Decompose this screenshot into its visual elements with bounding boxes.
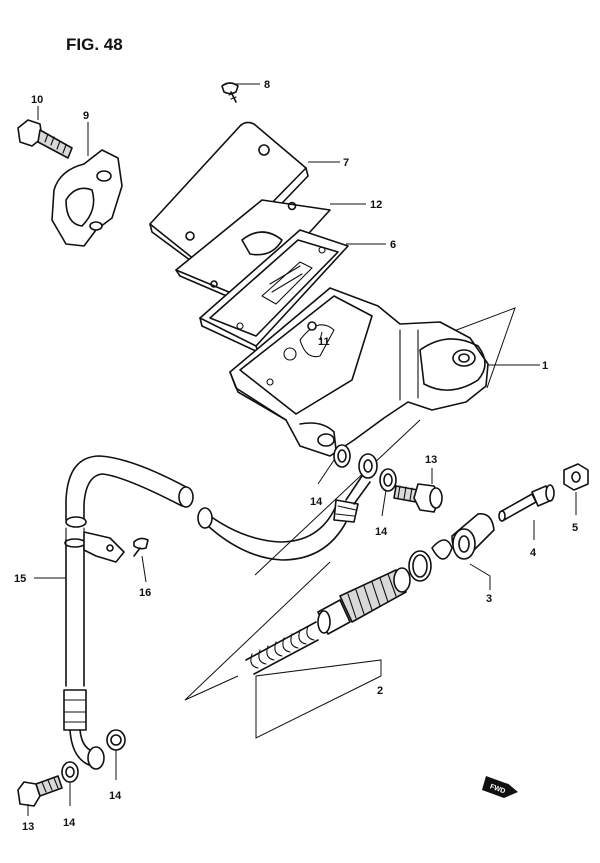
callout-14-upper-right: 14 [375, 526, 388, 538]
bolt-part-10 [17, 119, 73, 159]
projection-guides [184, 307, 516, 701]
screw-part-8 [221, 82, 239, 103]
callout-5: 5 [572, 522, 578, 534]
holder-clamp-part-9 [51, 149, 123, 247]
callout-7: 7 [343, 157, 349, 169]
figure-title: FIG. 48 [66, 35, 123, 54]
callout-11: 11 [318, 336, 330, 348]
callout-14-upper-left: 14 [310, 496, 323, 508]
callout-10: 10 [31, 94, 43, 106]
nut-part-5 [563, 463, 589, 491]
callout-3: 3 [486, 593, 492, 605]
callout-8: 8 [264, 79, 270, 91]
union-bolt-part-13-lower [17, 775, 63, 807]
screw-part-16 [133, 537, 149, 557]
callout-13-lower: 13 [22, 821, 34, 833]
union-bolt-part-13-upper [393, 483, 443, 513]
callout-2: 2 [377, 685, 383, 697]
push-rod-part-4 [498, 484, 555, 522]
washer-part-14-upper-right [379, 468, 397, 492]
hose-connector-fitting [333, 453, 378, 523]
callout-13-upper: 13 [425, 454, 437, 466]
callout-6: 6 [390, 239, 396, 251]
callout-14-lower-left: 14 [63, 817, 76, 829]
master-cylinder-body-part-1 [229, 287, 489, 457]
callout-14-lower-right: 14 [109, 790, 122, 802]
callout-labels: 1 2 3 4 5 6 7 8 9 10 11 12 13 13 14 14 1… [14, 79, 578, 833]
leader-lines [27, 83, 577, 816]
washer-part-14-upper-left [333, 444, 351, 468]
hose-clamp-bracket [83, 531, 125, 563]
fwd-direction-badge: FWD [482, 776, 518, 798]
washer-part-14-lower-right [106, 729, 126, 751]
spring-part-2 [245, 621, 319, 675]
washer-part-14-lower-left [61, 761, 79, 783]
callout-12: 12 [370, 199, 382, 211]
screw-part-11 [307, 321, 317, 331]
callout-16: 16 [139, 587, 151, 599]
callout-1: 1 [542, 360, 548, 372]
callout-15: 15 [14, 573, 26, 585]
piston-set-part-3 [317, 513, 495, 635]
callout-4: 4 [530, 547, 537, 559]
reservoir-hose-part-15 [63, 455, 351, 770]
callout-9: 9 [83, 110, 89, 122]
